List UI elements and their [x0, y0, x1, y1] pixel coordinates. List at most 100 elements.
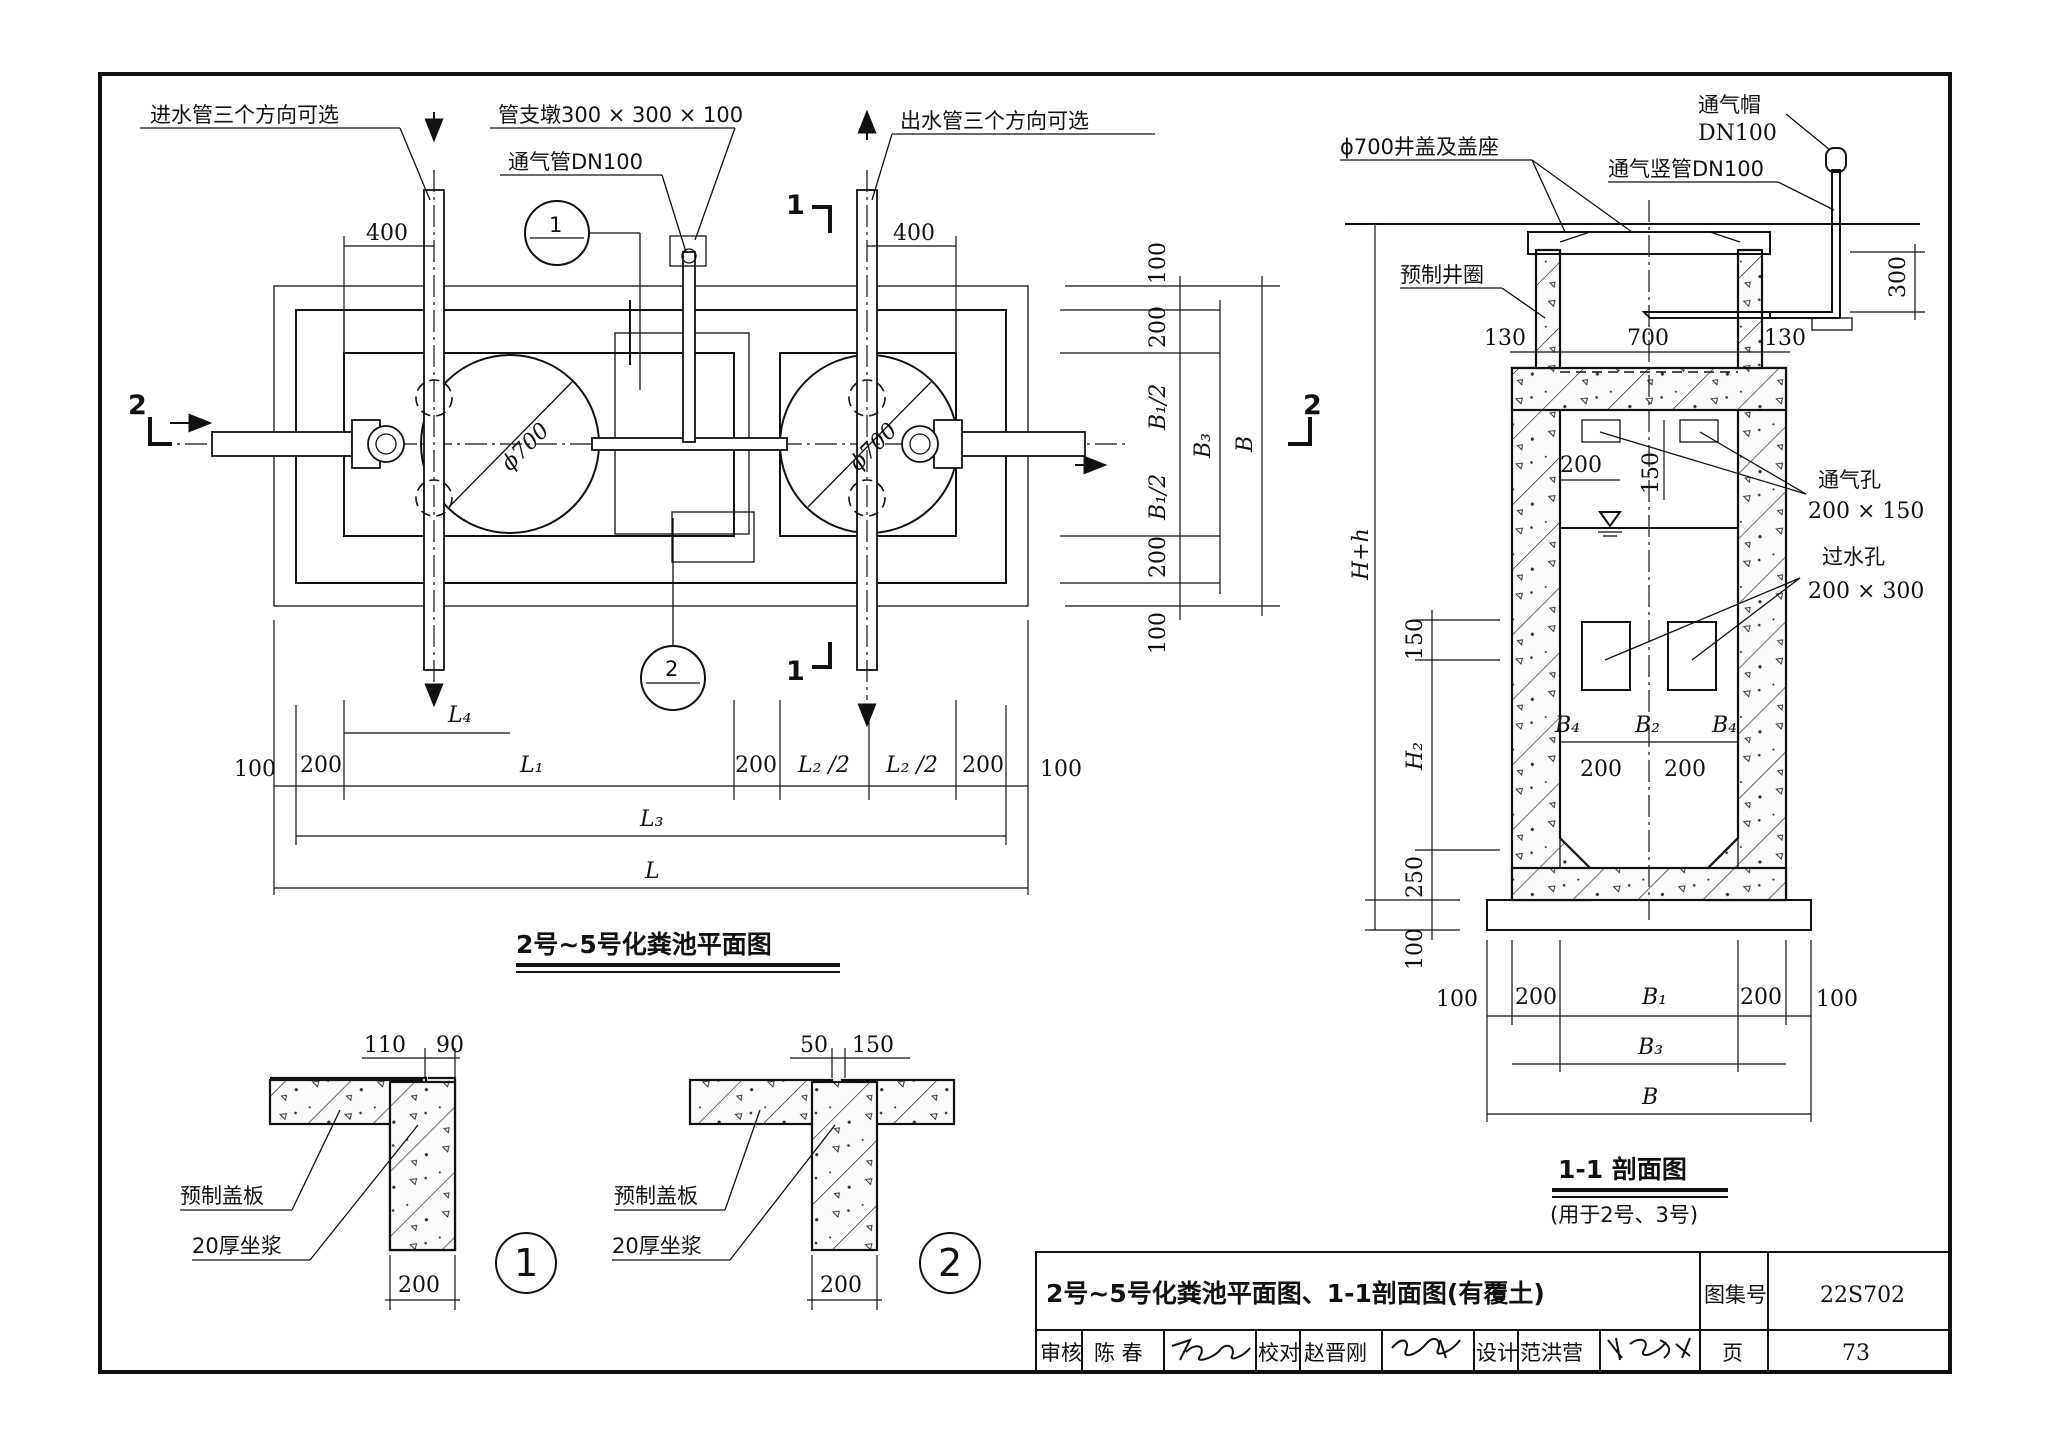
review-label: 审核 [1040, 1341, 1082, 1365]
section-dim-h2: H₂ [1403, 742, 1428, 771]
plan-tie-beam [671, 511, 755, 563]
section-dim-130-right: 130 [1764, 326, 1806, 351]
section-dim-700: 700 [1627, 326, 1669, 351]
detail-2-slab-left [688, 1078, 834, 1126]
detail-1-dim-wall: 200 [398, 1273, 440, 1298]
plan-dim-l1: L₁ [519, 753, 543, 778]
checker-signature [1391, 1337, 1461, 1359]
reviewer-signature [1171, 1338, 1251, 1361]
section-dim-h-total: H+h [1349, 528, 1374, 581]
plan-dim-200-left: 200 [300, 753, 342, 778]
section-dim-200-a: 200 [1580, 757, 1622, 782]
detail-1-mortar-label: 20厚坐浆 [192, 1234, 282, 1258]
detail-2-slab-label: 预制盖板 [614, 1184, 698, 1208]
section-view: H+h 150 H₂ 250 100 300 通气帽 DN100 ϕ700井盖及… [1340, 93, 1925, 1227]
plan-phi700-a: ϕ700 [497, 418, 555, 476]
title-block: 2号~5号化粪池平面图、1-1剖面图(有覆土) 图集号 22S702 审核 陈 … [1035, 1251, 1951, 1373]
plan-dim-right-100-top: 100 [1146, 242, 1171, 284]
vent-riser-label: 通气竖管DN100 [1608, 157, 1764, 181]
section-dim-b4-left: B₄ [1554, 713, 1580, 738]
inlet-pipe [211, 431, 353, 457]
section-mark-1-bottom: 1 [786, 656, 805, 687]
precast-ring-right [1736, 248, 1764, 370]
plan-dim-right-200-bottom: 200 [1146, 536, 1171, 578]
plan-dim-l3: L₃ [639, 807, 663, 832]
detail-callout-1-number: 1 [549, 213, 562, 237]
plan-dim-100-right: 100 [1040, 757, 1082, 782]
drawing-title: 2号~5号化粪池平面图、1-1剖面图(有覆土) [1046, 1279, 1545, 1308]
vent-pipe [682, 251, 696, 443]
section-dim-200-left: 200 [1515, 985, 1557, 1010]
detail-1-wall [388, 1080, 457, 1252]
plan-dim-right-200-top: 200 [1146, 306, 1171, 348]
detail-2-number: 2 [938, 1241, 962, 1285]
section-dim-b1: B₁ [1641, 985, 1667, 1010]
section-dim-b2: B₂ [1634, 713, 1660, 738]
vent-pipe-note: 通气管DN100 [508, 150, 643, 174]
detail-1-slab-label: 预制盖板 [180, 1184, 264, 1208]
vent-hole-size: 200 × 150 [1808, 499, 1924, 524]
section-dim-200-right: 200 [1740, 985, 1782, 1010]
reviewer-name: 陈 春 [1094, 1341, 1143, 1365]
section-dim-100-left: 100 [1436, 987, 1478, 1012]
vent-cap [1825, 147, 1847, 173]
detail-1: 110 90 预制盖板 20厚坐浆 200 1 [180, 1033, 557, 1310]
section-dim-150-hole: 150 [1639, 452, 1664, 494]
drawing-frame [98, 72, 1952, 1374]
section-subtitle: (用于2号、3号) [1550, 1203, 1698, 1227]
detail-callout-2-number: 2 [665, 657, 678, 681]
section-water-hole-1 [1581, 621, 1631, 691]
plan-dim-right-b1half-bottom: B₁/2 [1146, 474, 1171, 521]
plan-dim-right-b: B [1233, 436, 1258, 453]
atlas-number: 22S702 [1820, 1283, 1905, 1308]
plan-precast-slab-area [614, 332, 750, 535]
detail-2-wall [810, 1080, 879, 1252]
atlas-label: 图集号 [1704, 1283, 1767, 1307]
design-label: 设计 [1476, 1341, 1518, 1365]
plan-dim-100-left: 100 [234, 757, 276, 782]
vent-cap-size: DN100 [1698, 121, 1777, 146]
section-dim-b: B [1641, 1085, 1658, 1110]
check-label: 校对 [1258, 1341, 1300, 1365]
inlet-note: 进水管三个方向可选 [150, 103, 339, 127]
detail-2-mortar-label: 20厚坐浆 [612, 1234, 702, 1258]
section-vent-hole-2 [1679, 419, 1719, 443]
plan-dim-400-right: 400 [893, 221, 935, 246]
page-label: 页 [1722, 1341, 1743, 1365]
plan-dim-l: L [644, 859, 660, 884]
detail-2-dim-a: 50 [800, 1033, 828, 1058]
detail-2-dim-b: 150 [852, 1033, 894, 1058]
detail-2-dim-wall: 200 [820, 1273, 862, 1298]
vent-cap-label: 通气帽 [1698, 93, 1761, 117]
section-dim-150-side: 150 [1403, 618, 1428, 660]
section-wall-left [1510, 366, 1592, 902]
section-dim-b3: B₃ [1637, 1035, 1663, 1060]
section-dim-130-left: 130 [1484, 326, 1526, 351]
detail-1-dim-b: 90 [436, 1033, 464, 1058]
section-dim-200-hole: 200 [1560, 453, 1602, 478]
plan-title: 2号~5号化粪池平面图 [516, 930, 772, 959]
outlet-pipe [959, 431, 1086, 457]
plan-dim-400-left: 400 [366, 221, 408, 246]
section-title: 1-1 剖面图 [1558, 1155, 1687, 1184]
detail-1-number: 1 [514, 1241, 538, 1285]
plan-dim-right-b3: B₃ [1191, 433, 1216, 459]
page-number: 73 [1842, 1341, 1870, 1366]
water-hole-label: 过水孔 [1822, 545, 1885, 569]
plan-view: 2 2 1 1 进水管三个方向可选 管支墩300 × 300 × 100 通气管… [128, 103, 1322, 973]
pipe-pier [669, 235, 707, 267]
section-dim-200-b: 200 [1664, 757, 1706, 782]
section-dim-b4-right: B₄ [1711, 713, 1737, 738]
section-mark-2-right: 2 [1303, 390, 1322, 421]
plan-dim-200-right: 200 [962, 753, 1004, 778]
section-mark-2-left: 2 [128, 390, 147, 421]
section-water-hole-2 [1667, 621, 1717, 691]
plan-dim-right-b1half-top: B₁/2 [1146, 384, 1171, 431]
section-dim-250: 250 [1403, 856, 1428, 898]
section-dim-100-base: 100 [1403, 928, 1428, 970]
section-wall-right [1706, 366, 1788, 902]
plan-dim-200-mid: 200 [735, 753, 777, 778]
cover-note: ϕ700井盖及盖座 [1340, 135, 1499, 159]
plan-dim-l4: L₄ [447, 703, 471, 728]
